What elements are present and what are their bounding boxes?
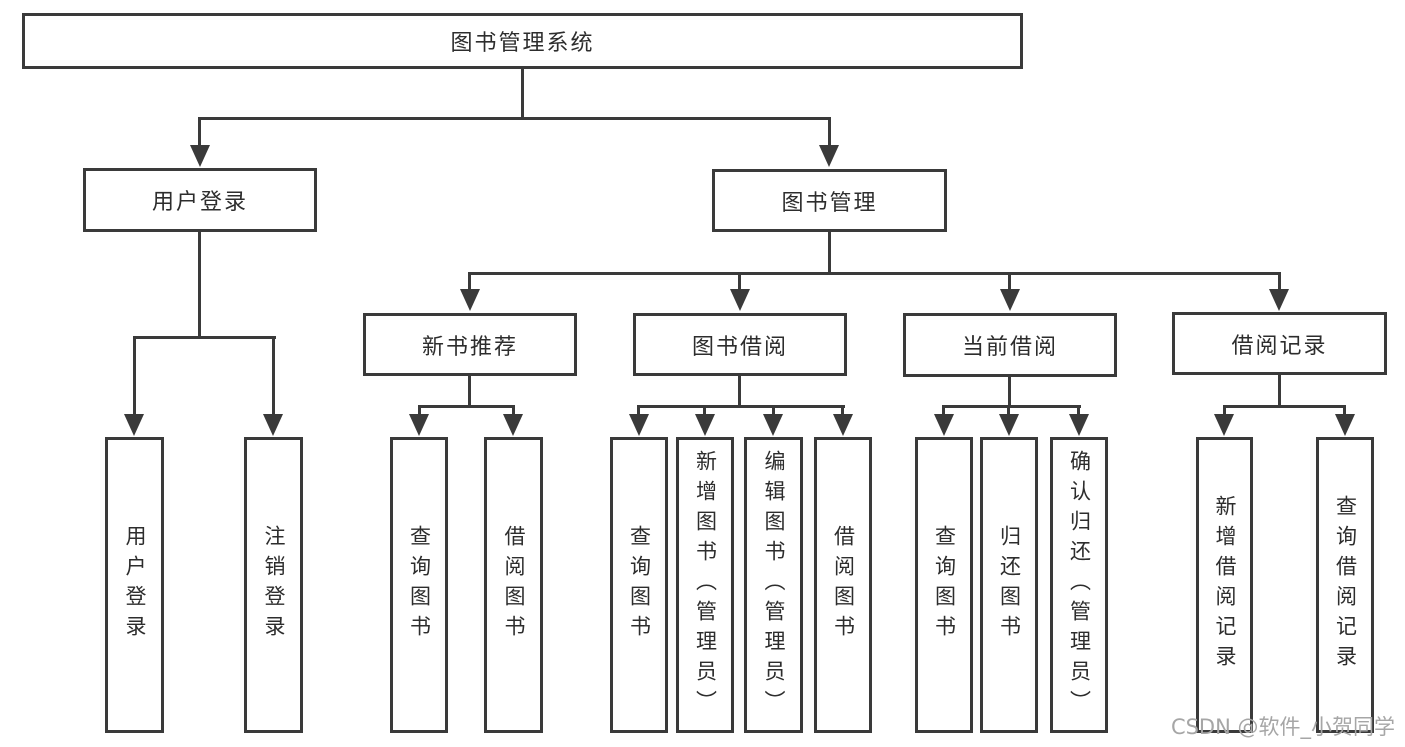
connector-line <box>133 336 276 339</box>
arrowhead-down-icon <box>763 414 783 436</box>
leaf-borrow-edit-books-admin: 编辑图书（管理员） <box>744 437 803 733</box>
leaf-current-return-books: 归还图书 <box>980 437 1038 733</box>
connector-line <box>1343 405 1346 416</box>
connector-line <box>418 405 421 416</box>
connector-line <box>828 232 831 275</box>
arrowhead-down-icon <box>460 289 480 311</box>
connector-line <box>133 336 136 416</box>
connector-line <box>637 405 845 408</box>
connector-line <box>738 376 741 408</box>
arrowhead-down-icon <box>190 145 210 167</box>
connector-line <box>521 69 524 120</box>
connector-line <box>1008 272 1011 291</box>
arrowhead-down-icon <box>503 414 523 436</box>
arrowhead-down-icon <box>934 414 954 436</box>
connector-line <box>198 117 201 147</box>
connector-line <box>1007 405 1010 416</box>
arrowhead-down-icon <box>730 289 750 311</box>
connector-line <box>512 405 515 416</box>
leaf-borrow-borrow-books: 借阅图书 <box>814 437 872 733</box>
connector-line <box>637 405 640 416</box>
arrowhead-down-icon <box>1069 414 1089 436</box>
connector-line <box>1223 405 1346 408</box>
arrowhead-down-icon <box>999 414 1019 436</box>
connector-line <box>198 117 831 120</box>
connector-line <box>468 272 471 291</box>
leaf-newbook-query-books: 查询图书 <box>390 437 448 733</box>
node-root: 图书管理系统 <box>22 13 1023 69</box>
leaf-current-confirm-return-admin: 确认归还（管理员） <box>1050 437 1108 733</box>
arrowhead-down-icon <box>1269 289 1289 311</box>
arrowhead-down-icon <box>1335 414 1355 436</box>
leaf-borrow-add-books-admin: 新增图书（管理员） <box>676 437 734 733</box>
node-user-login: 用户登录 <box>83 168 317 232</box>
arrowhead-down-icon <box>629 414 649 436</box>
connector-line <box>772 405 775 416</box>
node-book-management: 图书管理 <box>712 169 947 232</box>
connector-line <box>1008 377 1011 408</box>
arrowhead-down-icon <box>263 414 283 436</box>
connector-line <box>198 232 201 339</box>
connector-line <box>841 405 844 416</box>
arrowhead-down-icon <box>833 414 853 436</box>
leaf-logout: 注销登录 <box>244 437 303 733</box>
leaf-borrow-query-books: 查询图书 <box>610 437 668 733</box>
node-new-book-recommend: 新书推荐 <box>363 313 577 376</box>
arrowhead-down-icon <box>695 414 715 436</box>
connector-line <box>828 117 831 147</box>
connector-line <box>1278 272 1281 291</box>
leaf-record-add-borrow-record: 新增借阅记录 <box>1196 437 1253 733</box>
csdn-watermark: CSDN @软件_小贺同学 <box>1170 715 1395 739</box>
node-borrow-record: 借阅记录 <box>1172 312 1387 375</box>
node-book-borrow: 图书借阅 <box>633 313 847 376</box>
arrowhead-down-icon <box>1214 414 1234 436</box>
connector-line <box>468 376 471 408</box>
leaf-newbook-borrow-books: 借阅图书 <box>484 437 543 733</box>
leaf-current-query-books: 查询图书 <box>915 437 973 733</box>
connector-line <box>1077 405 1080 416</box>
arrowhead-down-icon <box>1000 289 1020 311</box>
connector-line <box>942 405 945 416</box>
connector-line <box>942 405 1081 408</box>
leaf-record-query-borrow-record: 查询借阅记录 <box>1316 437 1374 733</box>
connector-line <box>1278 375 1281 408</box>
connector-line <box>272 336 275 416</box>
connector-line <box>468 272 1281 275</box>
arrowhead-down-icon <box>819 145 839 167</box>
arrowhead-down-icon <box>409 414 429 436</box>
node-current-borrow: 当前借阅 <box>903 313 1117 377</box>
connector-line <box>1223 405 1226 416</box>
connector-line <box>738 272 741 291</box>
connector-line <box>418 405 515 408</box>
connector-line <box>703 405 706 416</box>
arrowhead-down-icon <box>124 414 144 436</box>
leaf-user-login: 用户登录 <box>105 437 164 733</box>
